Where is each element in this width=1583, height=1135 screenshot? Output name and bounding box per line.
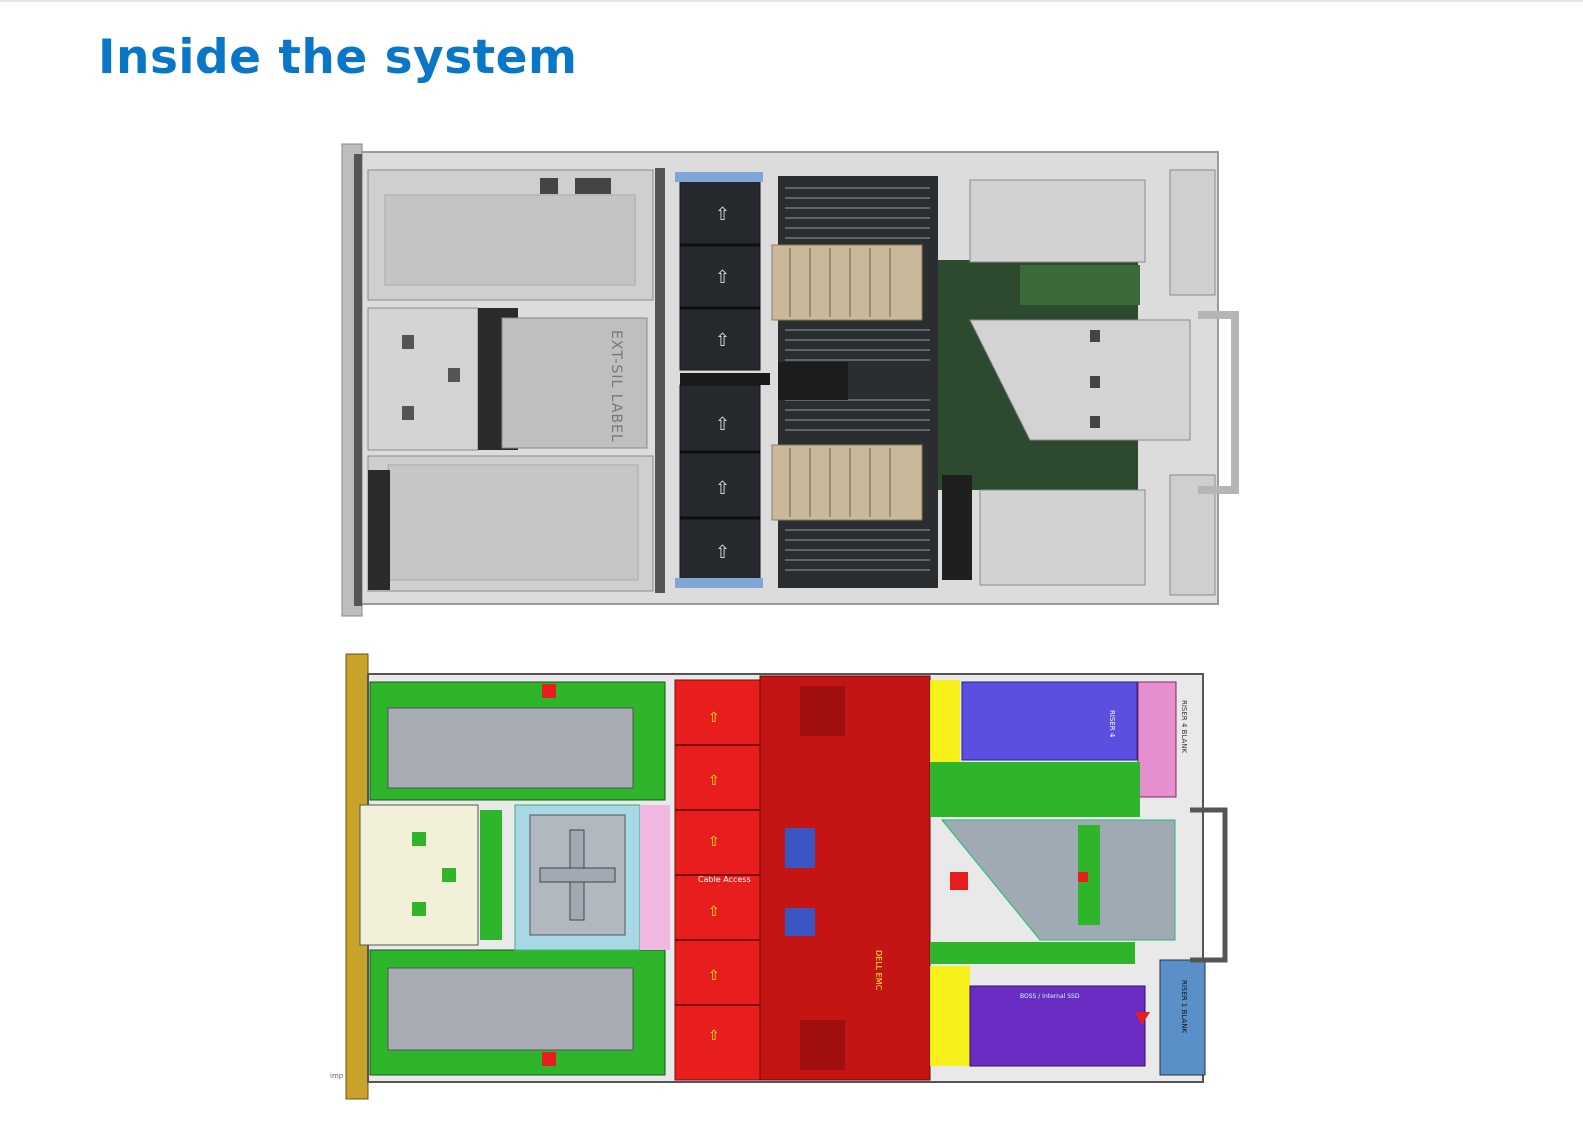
cpu-heatsinks: [771, 244, 923, 521]
corner-label: imp: [330, 1072, 344, 1080]
svg-text:⇧: ⇧: [708, 710, 720, 726]
top-rule: [0, 0, 1583, 2]
dell-emc-label: DELL EMC: [874, 950, 883, 991]
svg-text:⇧: ⇧: [715, 204, 730, 225]
cable-access-label: Cable Access: [698, 875, 751, 884]
svg-text:⇧: ⇧: [715, 267, 730, 288]
svg-text:⇧: ⇧: [715, 414, 730, 435]
chassis-label: EXT-SIL LABEL: [608, 330, 624, 443]
svg-text:⇧: ⇧: [708, 1028, 720, 1044]
svg-text:⇧: ⇧: [708, 773, 720, 789]
svg-text:⇧: ⇧: [708, 904, 720, 920]
server-photo: EXT-SIL LABEL ⇧ ⇧ ⇧ ⇧ ⇧ ⇧: [330, 140, 1240, 625]
svg-text:⇧: ⇧: [715, 542, 730, 563]
svg-text:⇧: ⇧: [708, 968, 720, 984]
page-title: Inside the system: [98, 30, 578, 85]
component-diagram: ⇧ ⇧ ⇧ ⇧ ⇧ ⇧ Cable Access DELL EMC RISER …: [330, 650, 1240, 1105]
riser4-blank-label: RISER 4 BLANK: [1180, 700, 1188, 753]
svg-text:⇧: ⇧: [708, 834, 720, 850]
svg-text:⇧: ⇧: [715, 330, 730, 351]
svg-text:⇧: ⇧: [715, 478, 730, 499]
fan-bank-diagram: ⇧ ⇧ ⇧ ⇧ ⇧ ⇧: [674, 679, 761, 1081]
riser4-label: RISER 4: [1108, 710, 1116, 738]
riser1-blank-label: RISER 1 BLANK: [1180, 980, 1188, 1033]
bottom-label: BOSS / Internal SSD: [1020, 993, 1080, 1000]
